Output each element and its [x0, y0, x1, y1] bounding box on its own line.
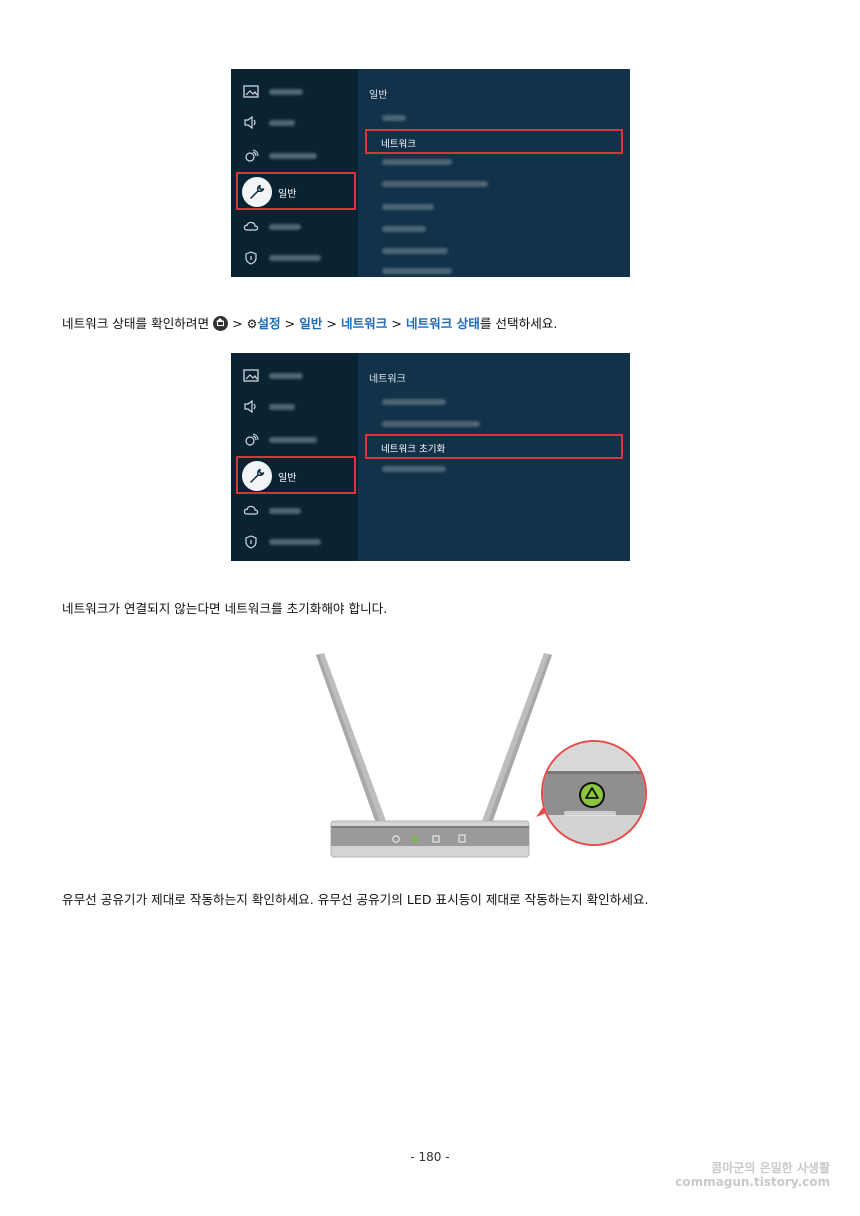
- path-separator: >: [232, 316, 243, 331]
- home-icon: [213, 316, 229, 331]
- broadcasting-icon: [243, 433, 259, 447]
- support-icon: [243, 504, 259, 518]
- blurred-item: [382, 466, 446, 472]
- blurred-item: [382, 421, 480, 427]
- category-sound: [231, 392, 358, 422]
- category-broadcasting: [231, 425, 358, 455]
- lock-led-icon: [432, 835, 440, 843]
- settings-menu-screenshot-1: 일반 일반 네트워크: [231, 69, 630, 277]
- path-settings: 설정: [257, 316, 281, 331]
- instruction-suffix: 를 선택하세요.: [479, 316, 558, 331]
- gear-icon: ⚙: [246, 317, 258, 331]
- led-icon-large: [581, 784, 603, 806]
- submenu-title: 일반: [369, 90, 388, 101]
- privacy-shield-icon: [243, 251, 259, 265]
- privacy-shield-icon: [243, 535, 259, 549]
- submenu-item-network-reset-selected[interactable]: 네트워크 초기화: [365, 434, 623, 459]
- path-separator: >: [326, 316, 337, 331]
- wrench-icon: [250, 468, 265, 483]
- submenu-panel: 일반 네트워크: [358, 69, 630, 277]
- category-general-selected[interactable]: 일반: [236, 456, 356, 494]
- blurred-label: [269, 224, 301, 230]
- instruction-network-reset: 네트워크가 연결되지 않는다면 네트워크를 초기화해야 합니다.: [62, 601, 388, 616]
- category-picture: [231, 361, 358, 391]
- led-icon: [411, 835, 419, 843]
- watermark-url: commagun.tistory.com: [675, 1175, 830, 1189]
- blurred-label: [269, 89, 303, 95]
- blurred-item: [382, 248, 448, 254]
- blurred-label: [269, 153, 317, 159]
- watermark-title: 콤마군의 은밀한 사생활: [711, 1161, 830, 1175]
- path-general: 일반: [299, 316, 323, 331]
- page-number: - 180 -: [410, 1150, 450, 1164]
- path-separator: >: [391, 316, 402, 331]
- category-general-selected[interactable]: 일반: [236, 172, 356, 210]
- blurred-label: [269, 255, 321, 261]
- blurred-item: [382, 204, 434, 210]
- instruction-prefix: 네트워크 상태를 확인하려면: [62, 316, 210, 331]
- category-privacy: [231, 243, 358, 273]
- category-sound: [231, 108, 358, 138]
- settings-menu-screenshot-2: 일반 네트워크 네트워크 초기화: [231, 353, 630, 561]
- blurred-item: [382, 181, 488, 187]
- picture-icon: [243, 369, 259, 383]
- blurred-label: [269, 508, 301, 514]
- wrench-icon-circle: [242, 461, 272, 491]
- submenu-title: 네트워크: [369, 374, 406, 385]
- blurred-label: [269, 404, 295, 410]
- path-network-status: 네트워크 상태: [405, 316, 480, 331]
- wps-led-icon: [458, 834, 466, 843]
- blurred-label: [269, 120, 295, 126]
- category-sidebar: 일반: [231, 69, 358, 277]
- sound-icon: [243, 115, 259, 130]
- category-picture: [231, 77, 358, 107]
- blurred-item: [382, 268, 452, 274]
- category-privacy: [231, 527, 358, 557]
- category-general-label: 일반: [278, 473, 297, 484]
- submenu-item-network-label: 네트워크: [381, 139, 416, 150]
- blurred-item: [382, 115, 406, 121]
- category-sidebar: 일반: [231, 353, 358, 561]
- support-icon: [243, 220, 259, 234]
- wrench-icon-circle: [242, 177, 272, 207]
- category-support: [231, 496, 358, 526]
- category-broadcasting: [231, 141, 358, 171]
- picture-icon: [243, 85, 259, 99]
- blurred-item: [382, 399, 446, 405]
- submenu-panel: 네트워크 네트워크 초기화: [358, 353, 630, 561]
- blurred-label: [269, 539, 321, 545]
- sound-icon: [243, 399, 259, 414]
- submenu-item-network-selected[interactable]: 네트워크: [365, 129, 623, 154]
- category-support: [231, 212, 358, 242]
- instruction-network-status: 네트워크 상태를 확인하려면 > ⚙설정 > 일반 > 네트워크 > 네트워크 …: [62, 313, 557, 332]
- blurred-item: [382, 159, 452, 165]
- path-separator: >: [284, 316, 296, 331]
- blurred-item: [382, 226, 426, 232]
- power-led-icon: [392, 835, 400, 843]
- path-network: 네트워크: [340, 316, 388, 331]
- wrench-icon: [250, 184, 265, 199]
- submenu-item-network-reset-label: 네트워크 초기화: [381, 444, 446, 455]
- category-general-label: 일반: [278, 189, 297, 200]
- blurred-label: [269, 437, 317, 443]
- router-icon: [316, 653, 647, 858]
- broadcasting-icon: [243, 149, 259, 163]
- blurred-label: [269, 373, 303, 379]
- instruction-router-check: 유무선 공유기가 제대로 작동하는지 확인하세요. 유무선 공유기의 LED 표…: [62, 892, 649, 907]
